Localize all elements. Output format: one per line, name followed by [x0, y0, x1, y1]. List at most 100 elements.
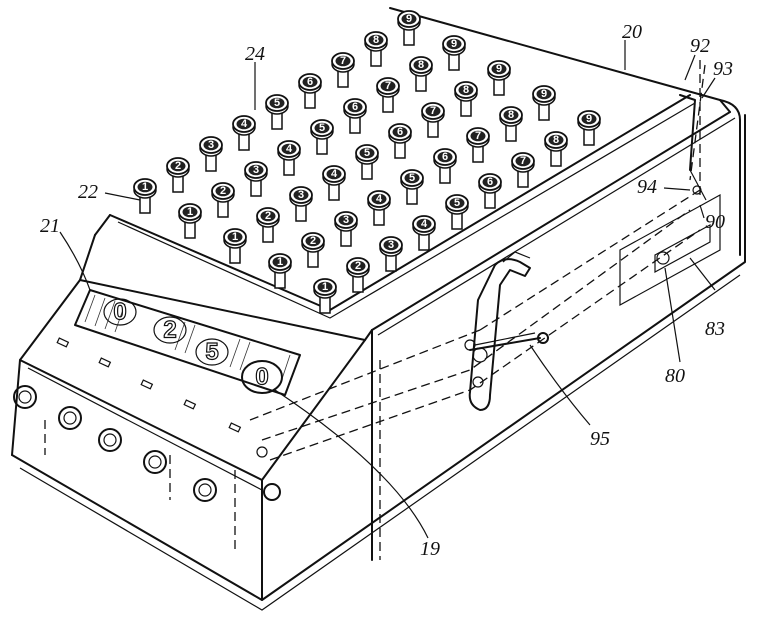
- key-button: 8: [364, 31, 388, 67]
- key-digit: 7: [430, 105, 436, 117]
- key-cap-face: [482, 176, 498, 188]
- key-button: 9: [442, 35, 466, 71]
- key-cap-face: [446, 38, 462, 50]
- key-digit: 6: [352, 101, 358, 113]
- register-digit-4: 0: [255, 364, 268, 391]
- key-cap-face: [326, 168, 342, 180]
- key-cap-face: [347, 101, 363, 113]
- key-cap-face: [449, 197, 465, 209]
- key-button: 5: [355, 144, 379, 180]
- key-cap-face: [359, 147, 375, 159]
- key-digit: 1: [142, 181, 148, 193]
- key-digit: 4: [376, 193, 383, 205]
- key-digit: 4: [286, 143, 293, 155]
- key-digit: 8: [463, 84, 469, 96]
- key-button: 1: [223, 228, 247, 264]
- key-cap-face: [305, 235, 321, 247]
- key-cap-face: [470, 130, 486, 142]
- key-digit: 6: [487, 176, 493, 188]
- key-button: 4: [322, 165, 346, 201]
- hidden-linkage: [44, 60, 706, 560]
- key-cap-face: [170, 160, 186, 172]
- key-cap-face: [503, 109, 519, 121]
- ref-label-21: 21: [40, 215, 60, 237]
- register-wheel: 0: [103, 298, 137, 326]
- key-button: 1: [268, 253, 292, 289]
- key-button: 7: [331, 52, 355, 88]
- key-cap-face: [368, 34, 384, 46]
- key-digit: 5: [454, 197, 460, 209]
- operating-lever: [256, 94, 707, 458]
- key-button: 3: [289, 186, 313, 222]
- ref-label-83: 83: [705, 318, 725, 340]
- key-digit: 9: [496, 63, 502, 75]
- key-digit: 5: [319, 122, 325, 134]
- key-button: 7: [421, 102, 445, 138]
- key-digit: 6: [307, 76, 313, 88]
- key-cap-face: [281, 143, 297, 155]
- key-digit: 8: [373, 34, 379, 46]
- key-digit: 2: [355, 260, 361, 272]
- front-button: [13, 385, 37, 409]
- front-button: [263, 483, 281, 501]
- ref-label-24: 24: [245, 43, 265, 65]
- register-wheel: 2: [153, 316, 187, 344]
- key-button: 3: [199, 136, 223, 172]
- key-digit: 3: [253, 164, 259, 176]
- ref-label-22: 22: [78, 181, 98, 203]
- key-digit: 6: [397, 126, 403, 138]
- key-cap-face: [317, 281, 333, 293]
- key-digit: 9: [586, 113, 592, 125]
- front-button: [193, 478, 217, 502]
- key-button: 4: [412, 215, 436, 251]
- key-cap-face: [203, 139, 219, 151]
- key-digit: 5: [409, 172, 415, 184]
- key-digit: 4: [331, 168, 338, 180]
- key-button: 3: [334, 211, 358, 247]
- ref-label-90: 90: [705, 211, 725, 233]
- key-digit: 3: [343, 214, 349, 226]
- key-cap-face: [404, 172, 420, 184]
- key-digit: 7: [520, 155, 526, 167]
- ref-label-92: 92: [690, 35, 710, 57]
- key-button: 5: [400, 169, 424, 205]
- key-digit: 4: [241, 118, 248, 130]
- key-cap-face: [425, 105, 441, 117]
- key-digit: 3: [298, 189, 304, 201]
- key-cap-face: [227, 231, 243, 243]
- key-button: 2: [166, 157, 190, 193]
- key-button: 9: [487, 60, 511, 96]
- key-digit: 7: [475, 130, 481, 142]
- key-cap-face: [458, 84, 474, 96]
- key-button: 1: [178, 203, 202, 239]
- key-cap-face: [293, 189, 309, 201]
- register-digit-3: 5: [205, 339, 218, 366]
- key-cap-face: [350, 260, 366, 272]
- key-cap-face: [137, 181, 153, 193]
- ref-label-80: 80: [665, 365, 685, 387]
- key-digit: 8: [418, 59, 424, 71]
- key-cap-face: [248, 164, 264, 176]
- key-digit: 8: [508, 109, 514, 121]
- key-cap-face: [392, 126, 408, 138]
- key-digit: 4: [421, 218, 428, 230]
- key-cap-face: [338, 214, 354, 226]
- key-cap-face: [314, 122, 330, 134]
- key-digit: 2: [310, 235, 316, 247]
- key-button: 6: [298, 73, 322, 109]
- key-cap-face: [269, 97, 285, 109]
- register-digit-2: 2: [163, 317, 176, 344]
- key-digit: 2: [220, 185, 226, 197]
- ref-label-20: 20: [622, 21, 642, 43]
- front-slots: [56, 337, 242, 433]
- key-cap-face: [401, 13, 417, 25]
- key-cap-face: [182, 206, 198, 218]
- key-digit: 1: [187, 206, 193, 218]
- key-cap-face: [371, 193, 387, 205]
- key-cap-face: [335, 55, 351, 67]
- key-cap-face: [536, 88, 552, 100]
- key-cap-face: [260, 210, 276, 222]
- key-button: 2: [256, 207, 280, 243]
